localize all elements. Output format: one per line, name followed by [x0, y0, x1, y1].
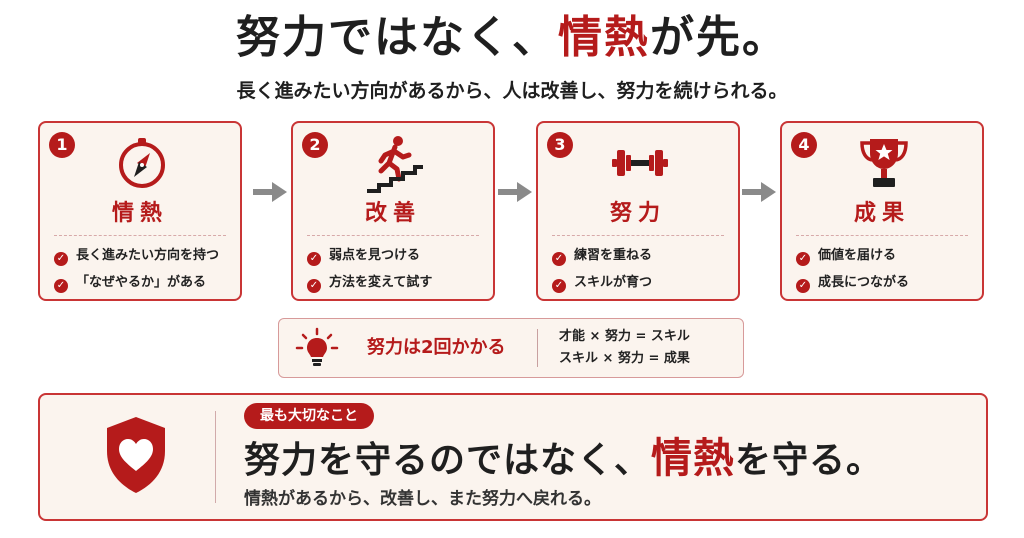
lightbulb-icon [295, 327, 339, 366]
step-title: 情熱 [111, 201, 168, 226]
tip-box: 努力は2回かかる 才能 × 努力 = スキル スキル × 努力 = 成果 [278, 318, 744, 378]
step-card-results: 4 成果 ✓ 価値を届ける ✓ 成長につながる [780, 121, 984, 301]
step-number-badge: 1 [49, 132, 75, 158]
step-title: 努力 [609, 201, 666, 226]
card-divider [54, 235, 226, 236]
step-point-text: スキルが育つ [574, 275, 653, 290]
step-number-badge: 3 [547, 132, 573, 158]
trophy-icon [860, 139, 908, 187]
check-icon: ✓ [54, 279, 68, 293]
card-divider [307, 235, 479, 236]
key-point-pill: 最も大切なこと [244, 403, 374, 429]
step-card-effort: 3 努力 ✓ 練習を重ねる ✓ スキルが育つ [536, 121, 740, 301]
check-icon: ✓ [307, 279, 321, 293]
key-message: 努力を守るのではなく、情熱を守る。 [244, 433, 883, 486]
key-message-accent: 情熱 [651, 434, 736, 482]
step-point: ✓ スキルが育つ [552, 274, 732, 293]
arrow-right-icon [742, 182, 776, 202]
heart-shield-icon [107, 417, 165, 493]
step-point: ✓ 弱点を見つける [307, 247, 487, 266]
step-point: ✓ 価値を届ける [796, 247, 976, 266]
arrow-right-icon [253, 182, 287, 202]
step-number-badge: 4 [791, 132, 817, 158]
key-message-banner: 最も大切なこと 努力を守るのではなく、情熱を守る。 情熱があるから、改善し、また… [38, 393, 988, 521]
card-divider [796, 235, 968, 236]
formula-line: 才能 × 努力 = スキル [559, 329, 690, 344]
step-point: ✓ 練習を重ねる [552, 247, 732, 266]
banner-divider [215, 411, 216, 503]
step-point-text: 成長につながる [818, 275, 910, 290]
check-icon: ✓ [54, 252, 68, 266]
arrow-right-icon [498, 182, 532, 202]
step-point-text: 弱点を見つける [329, 248, 421, 263]
step-title: 成果 [853, 201, 910, 226]
step-point-text: 価値を届ける [818, 248, 897, 263]
page-title: 努力ではなく、情熱が先。 [0, 10, 1024, 66]
step-point: ✓ 方法を変えて試す [307, 274, 487, 293]
title-lead: 努力ではなく、 [236, 12, 558, 63]
check-icon: ✓ [796, 279, 810, 293]
step-card-passion: 1 情熱 ✓ 長く進みたい方向を持つ ✓ 「なぜやるか」がある [38, 121, 242, 301]
step-point-text: 「なぜやるか」がある [76, 275, 207, 290]
step-point-text: 長く進みたい方向を持つ [76, 248, 220, 263]
step-point: ✓ 成長につながる [796, 274, 976, 293]
title-accent: 情熱 [558, 12, 650, 63]
tip-label: 努力は2回かかる [367, 337, 506, 358]
step-title: 改善 [364, 201, 421, 226]
runner-stairs-icon [367, 136, 423, 193]
key-message-sub: 情熱があるから、改善し、また努力へ戻れる。 [244, 489, 601, 509]
formula-line: スキル × 努力 = 成果 [559, 351, 690, 366]
step-point-text: 練習を重ねる [574, 248, 653, 263]
check-icon: ✓ [552, 279, 566, 293]
check-icon: ✓ [796, 252, 810, 266]
key-message-tail: を守る。 [735, 440, 884, 481]
step-number-badge: 2 [302, 132, 328, 158]
step-point-text: 方法を変えて試す [329, 275, 433, 290]
card-divider [552, 235, 724, 236]
step-point: ✓ 「なぜやるか」がある [54, 274, 234, 293]
check-icon: ✓ [552, 252, 566, 266]
title-tail: が先。 [650, 12, 788, 63]
tip-divider [537, 329, 538, 367]
step-point: ✓ 長く進みたい方向を持つ [54, 247, 234, 266]
check-icon: ✓ [307, 252, 321, 266]
step-card-improvement: 2 改善 ✓ 弱点を見つける ✓ 方法を変えて試す [291, 121, 495, 301]
page-subtitle: 長く進みたい方向があるから、人は改善し、努力を続けられる。 [236, 80, 788, 102]
key-message-lead: 努力を守るのではなく、 [244, 440, 652, 481]
dumbbell-icon [612, 150, 668, 176]
compass-icon [119, 138, 165, 188]
